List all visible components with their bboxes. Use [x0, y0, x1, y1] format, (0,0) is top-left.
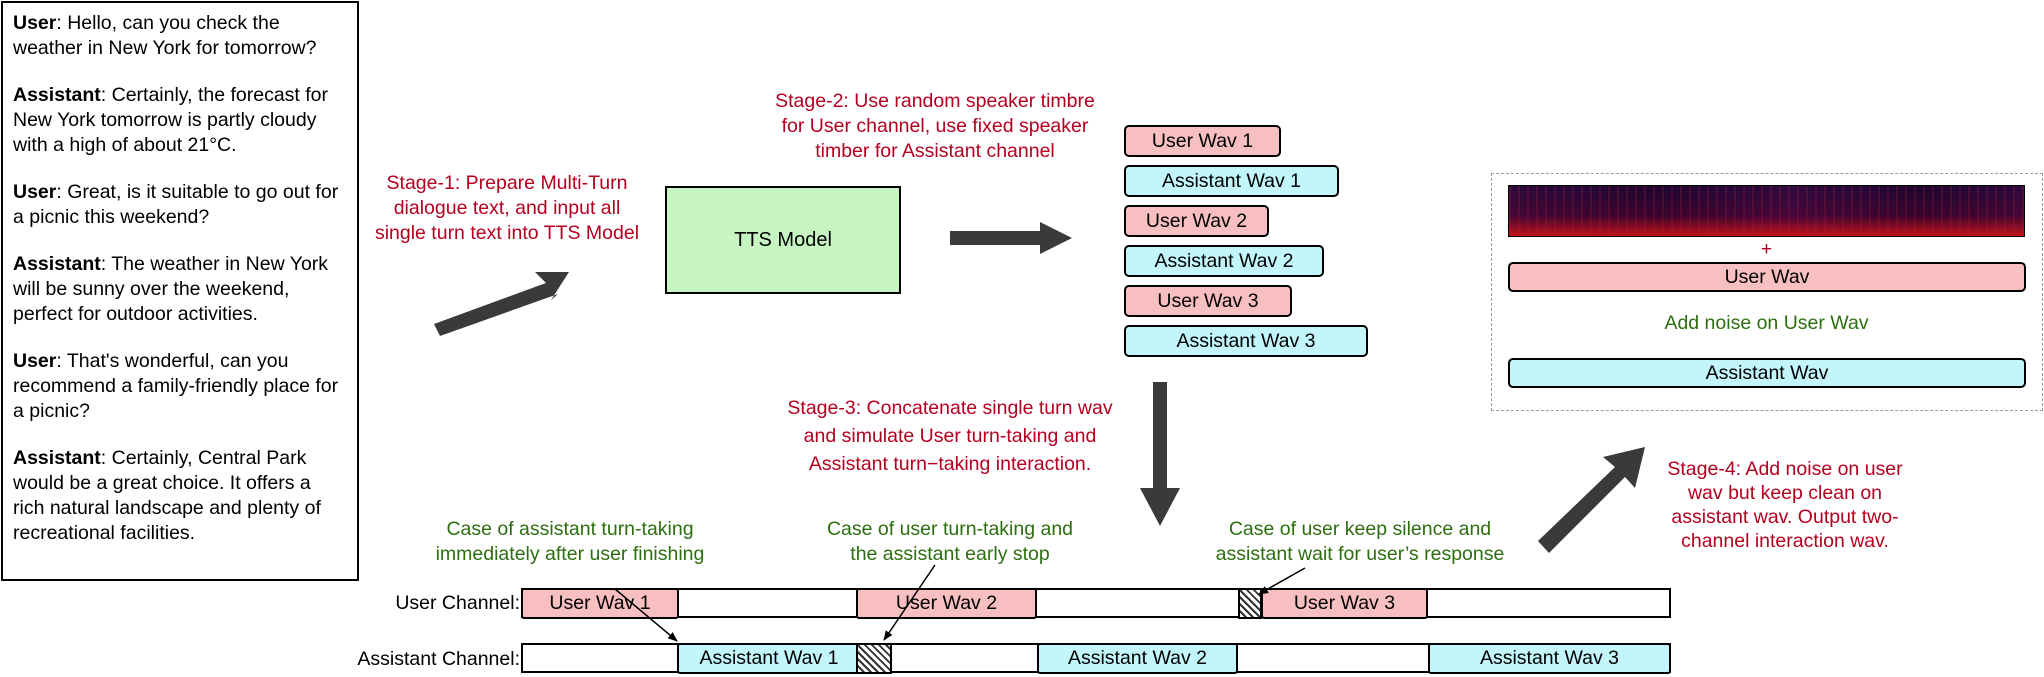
caption-line: Case of user keep silence and: [1228, 518, 1492, 540]
turn-text: : Hello, can you check the weather in Ne…: [13, 12, 317, 59]
tts-model-box: TTS Model: [665, 186, 901, 294]
stage4-caption: Stage-4: Add noise on user wav but keep …: [1645, 457, 1925, 553]
assistant-channel-track: Assistant Wav 1 Assistant Wav 2 Assistan…: [521, 643, 1671, 674]
plus-sign: +: [1760, 238, 1773, 260]
dialogue-turn: Assistant: The weather in New York will …: [13, 252, 347, 327]
user-channel-segment: User Wav 3: [1261, 588, 1428, 619]
wav-label: User Wav 2: [1145, 209, 1248, 232]
case3-pointer: [1258, 567, 1306, 595]
segment-label: User Wav 3: [1293, 592, 1396, 614]
turn-text: : That's wonderful, can you recommend a …: [13, 350, 339, 422]
caption-line: Assistant turn−taking interaction.: [808, 453, 1092, 475]
stage1-arrow: [434, 272, 569, 336]
wav-label: User Wav: [1724, 265, 1810, 288]
caption-line: immediately after user finishing: [435, 543, 705, 565]
stage2-caption: Stage-2: Use random speaker timbre for U…: [760, 89, 1110, 164]
assistant-early-stop-hatch: [856, 643, 892, 674]
dialogue-panel: User: Hello, can you check the weather i…: [1, 1, 359, 581]
noise-spectrogram: [1508, 185, 2025, 237]
stage3-down-arrow: [1140, 382, 1180, 526]
caption-line: assistant wait for user’s response: [1215, 543, 1505, 565]
caption-line: for User channel, use fixed speaker: [781, 115, 1089, 137]
user-wav-2-box: User Wav 2: [1124, 205, 1269, 237]
clean-assistant-wav-box: Assistant Wav: [1508, 358, 2026, 388]
caption-line: and simulate User turn-taking and: [803, 425, 1097, 447]
wav-label: Assistant Wav 2: [1154, 249, 1294, 272]
dialogue-turn: User: Great, is it suitable to go out fo…: [13, 180, 347, 230]
assistant-channel-segment: Assistant Wav 1: [677, 643, 861, 674]
case1-pointer: [614, 588, 678, 642]
wav-label: Assistant Wav: [1705, 361, 1829, 384]
speaker-label: User: [13, 350, 57, 372]
user-wav-3-box: User Wav 3: [1124, 285, 1292, 317]
user-channel-segment: User Wav 2: [856, 588, 1037, 619]
caption-line: Stage-3: Concatenate single turn wav: [787, 397, 1113, 419]
user-channel-track: User Wav 1 User Wav 2 User Wav 3: [521, 588, 1671, 619]
caption-line: Case of user turn-taking and: [826, 518, 1074, 540]
case-assistant-turn-taking-caption: Case of assistant turn-taking immediatel…: [410, 517, 730, 567]
assistant-channel-label: Assistant Channel:: [357, 648, 520, 670]
dialogue-turn: Assistant: Certainly, the forecast for N…: [13, 83, 347, 158]
turn-text: : The weather in New York will be sunny …: [13, 253, 329, 325]
caption-line: wav but keep clean on: [1687, 482, 1883, 504]
caption-line: assistant wav. Output two-: [1671, 506, 1899, 528]
assistant-wav-1-box: Assistant Wav 1: [1124, 165, 1339, 197]
turn-text: : Certainly, the forecast for New York t…: [13, 84, 329, 156]
segment-label: Assistant Wav 1: [699, 647, 839, 669]
speaker-label: Assistant: [13, 253, 101, 275]
user-wav-1-box: User Wav 1: [1124, 125, 1281, 157]
stage1-caption: Stage-1: Prepare Multi-Turn dialogue tex…: [362, 171, 652, 246]
caption-line: single turn text into TTS Model: [374, 222, 640, 244]
dialogue-turn: Assistant: Certainly, Central Park would…: [13, 446, 347, 546]
assistant-wav-2-box: Assistant Wav 2: [1124, 245, 1324, 277]
speaker-label: Assistant: [13, 447, 101, 469]
tts-to-wav-arrow: [950, 222, 1072, 254]
caption-line: the assistant early stop: [850, 543, 1050, 565]
segment-label: Assistant Wav 2: [1067, 647, 1208, 669]
caption-line: Case of assistant turn-taking: [446, 518, 694, 540]
segment-label: User Wav 2: [895, 592, 998, 614]
wav-label: User Wav 1: [1151, 129, 1254, 152]
case-user-turn-taking-caption: Case of user turn-taking and the assista…: [800, 517, 1100, 567]
case-user-silence-caption: Case of user keep silence and assistant …: [1200, 517, 1520, 567]
noise-panel: [1491, 173, 2043, 411]
segment-label: Assistant Wav 3: [1479, 647, 1620, 669]
wav-label: Assistant Wav 3: [1176, 329, 1316, 352]
assistant-wav-3-box: Assistant Wav 3: [1124, 325, 1368, 357]
assistant-channel-segment: Assistant Wav 2: [1037, 643, 1238, 674]
tts-model-label: TTS Model: [734, 228, 832, 251]
caption-line: timber for Assistant channel: [815, 140, 1055, 162]
wav-label: User Wav 3: [1157, 289, 1259, 312]
case2-pointer: [883, 564, 936, 641]
turn-text: : Certainly, Central Park would be a gre…: [13, 447, 321, 544]
turn-text: : Great, is it suitable to go out for a …: [13, 181, 339, 228]
caption-line: Stage-2: Use random speaker timbre: [775, 90, 1095, 112]
stage4-arrow: [1538, 447, 1645, 553]
add-noise-caption: Add noise on User Wav: [1664, 312, 1869, 334]
dialogue-turn: User: That's wonderful, can you recommen…: [13, 349, 347, 424]
speaker-label: User: [13, 181, 57, 203]
caption-line: channel interaction wav.: [1681, 530, 1889, 552]
dialogue-turn: User: Hello, can you check the weather i…: [13, 11, 347, 61]
caption-line: dialogue text, and input all: [393, 197, 621, 219]
caption-line: Stage-1: Prepare Multi-Turn: [386, 172, 628, 194]
speaker-label: Assistant: [13, 84, 101, 106]
assistant-channel-segment: Assistant Wav 3: [1428, 643, 1671, 674]
caption-line: Stage-4: Add noise on user: [1667, 458, 1903, 480]
user-channel-label: User Channel:: [395, 592, 520, 614]
speaker-label: User: [13, 12, 57, 34]
noisy-user-wav-box: User Wav: [1508, 262, 2026, 292]
stage3-caption: Stage-3: Concatenate single turn wav and…: [780, 394, 1120, 478]
wav-label: Assistant Wav 1: [1161, 169, 1302, 192]
